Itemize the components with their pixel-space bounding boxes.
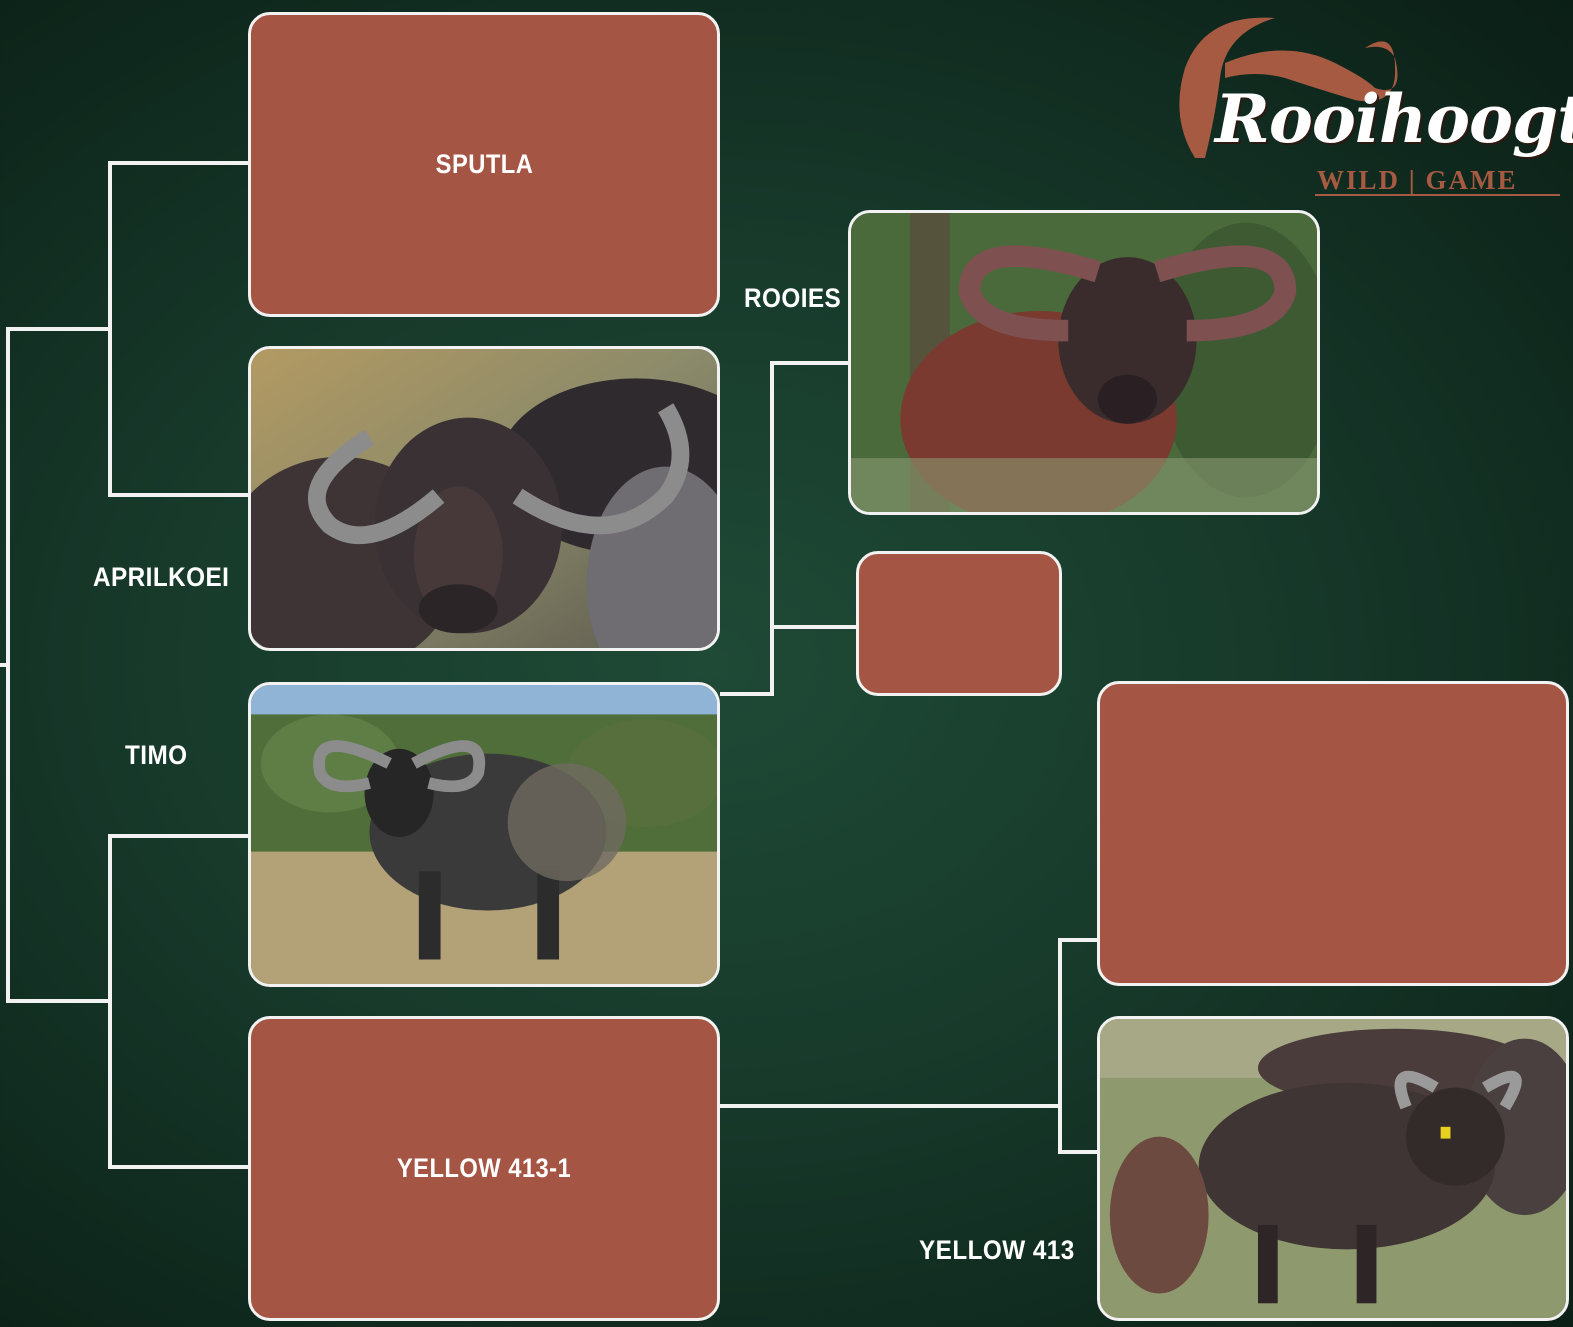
rooihoogte-logo: Rooihoogte WILD | GAME xyxy=(1165,8,1573,203)
connector-yellow4131 xyxy=(108,1001,248,1169)
connector-timo xyxy=(108,834,248,1001)
connector-sputla xyxy=(108,161,248,329)
yellow-413-label: YELLOW 413 xyxy=(919,1235,1075,1265)
buffalo-horns-icon xyxy=(1179,17,1398,159)
logo-underline xyxy=(1315,194,1560,196)
buffalo-cow-calf-image xyxy=(1100,1019,1566,1318)
empty-mid-box[interactable] xyxy=(856,551,1062,696)
connector-left-trunk-lower xyxy=(6,665,110,1003)
yellow-413-photo[interactable] xyxy=(1097,1016,1569,1321)
buffalo-herd-image xyxy=(251,349,717,648)
timo-photo[interactable] xyxy=(248,682,720,987)
connector-right-upper xyxy=(1058,938,1098,1106)
rooies-label: ROOIES xyxy=(744,283,842,313)
aprilkoei-photo[interactable] xyxy=(248,346,720,651)
logo-subtitle: WILD | GAME xyxy=(1317,165,1518,195)
connector-right-lower xyxy=(1058,1106,1098,1154)
connector-timo-to-rooies xyxy=(720,361,850,696)
yellow-413-1-label: YELLOW 413-1 xyxy=(396,1153,572,1183)
rooies-photo[interactable] xyxy=(848,210,1320,515)
timo-label: TIMO xyxy=(125,740,188,770)
sputla-box[interactable]: SPUTLA xyxy=(248,12,720,317)
logo-script-text: Rooihoogte xyxy=(1215,80,1573,158)
sputla-label: SPUTLA xyxy=(435,149,533,179)
yellow-413-1-box[interactable]: YELLOW 413-1 xyxy=(248,1016,720,1321)
empty-right-box[interactable] xyxy=(1097,681,1569,986)
aprilkoei-label: APRILKOEI xyxy=(93,562,230,592)
buffalo-bull-image xyxy=(251,685,717,984)
connector-aprilkoei xyxy=(108,329,248,497)
red-buffalo-image xyxy=(851,213,1317,512)
connector-left-trunk xyxy=(0,327,110,667)
